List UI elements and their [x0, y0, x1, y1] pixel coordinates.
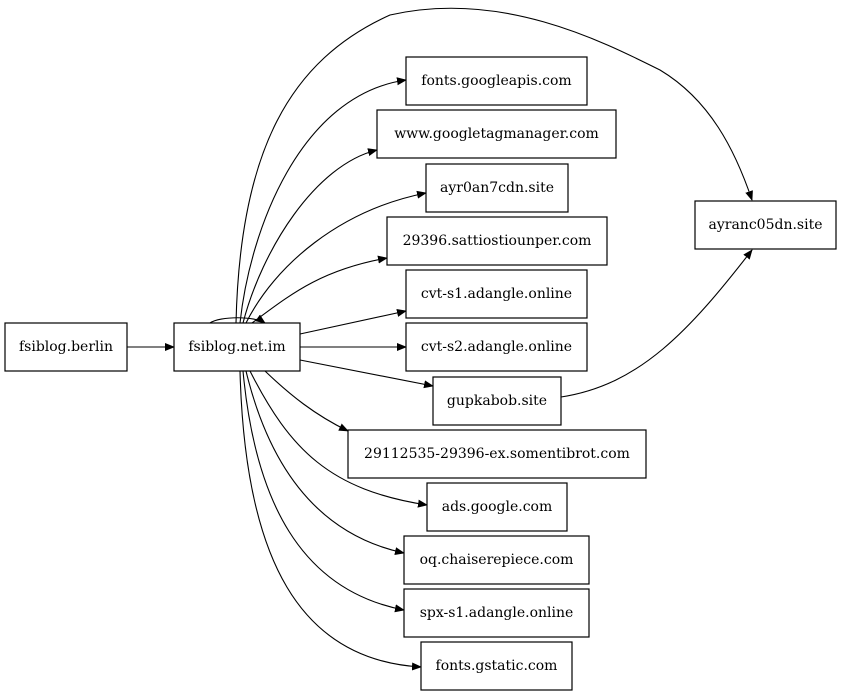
node-fsiblog-net-im: fsiblog.net.im [173, 322, 301, 372]
edge-to-ayranc05dn [235, 7, 753, 324]
node-label: ayranc05dn.site [709, 217, 823, 233]
node-fonts-googleapis: fonts.googleapis.com [405, 56, 588, 106]
node-label: fonts.gstatic.com [436, 658, 558, 674]
node-label: fsiblog.net.im [188, 339, 285, 355]
node-label: cvt-s2.adangle.online [421, 339, 572, 355]
node-gupkabob: gupkabob.site [432, 376, 562, 426]
node-ayranc05dn: ayranc05dn.site [694, 200, 837, 250]
edges [127, 7, 753, 671]
edge-fsiblog-net-im-self-loop [209, 314, 266, 324]
node-label: cvt-s1.adangle.online [421, 286, 572, 302]
node-fonts-gstatic: fonts.gstatic.com [420, 641, 573, 691]
edge-to-googletagmanager [242, 148, 378, 324]
node-somentibrot: 29112535-29396-ex.somentibrot.com [347, 429, 647, 479]
node-chaiserepiece: oq.chaiserepiece.com [403, 535, 590, 585]
node-cvt-s1: cvt-s1.adangle.online [405, 269, 588, 319]
node-label: fonts.googleapis.com [421, 73, 571, 89]
node-googletagmanager: www.googletagmanager.com [376, 109, 617, 159]
edge-to-gupkabob [299, 359, 434, 389]
node-label: ads.google.com [442, 499, 552, 515]
node-spx-s1: spx-s1.adangle.online [403, 588, 590, 638]
edge-to-ads-google [249, 370, 428, 508]
edge-to-fonts-googleapis [239, 77, 407, 324]
edge-to-cvt-s1 [299, 308, 407, 335]
node-label: 29396.sattiostiounper.com [403, 233, 592, 249]
node-label: spx-s1.adangle.online [420, 605, 574, 621]
edge-to-spx-s1 [242, 370, 405, 613]
node-fsiblog-berlin: fsiblog.berlin [4, 322, 128, 372]
node-label: gupkabob.site [447, 393, 547, 409]
edge-gupkabob-to-ayranc05dn [560, 249, 753, 398]
node-label: oq.chaiserepiece.com [420, 552, 574, 568]
node-label: ayr0an7cdn.site [440, 180, 554, 196]
node-ads-google: ads.google.com [426, 482, 568, 532]
node-sattiostiounper: 29396.sattiostiounper.com [386, 216, 608, 266]
node-label: fsiblog.berlin [19, 339, 113, 355]
edge-to-somentibrot [264, 370, 349, 432]
node-cvt-s2: cvt-s2.adangle.online [405, 322, 588, 372]
nodes: fsiblog.berlin fsiblog.net.im fonts.goog… [4, 56, 837, 691]
node-label: 29112535-29396-ex.somentibrot.com [364, 446, 630, 462]
edge-to-chaiserepiece [245, 370, 405, 556]
edge-to-ayr0an7cdn [245, 190, 427, 324]
edge-to-sattiostiounper [251, 255, 388, 324]
edge-to-fonts-gstatic [239, 370, 422, 671]
node-label: www.googletagmanager.com [394, 126, 599, 142]
node-ayr0an7cdn: ayr0an7cdn.site [425, 163, 569, 213]
